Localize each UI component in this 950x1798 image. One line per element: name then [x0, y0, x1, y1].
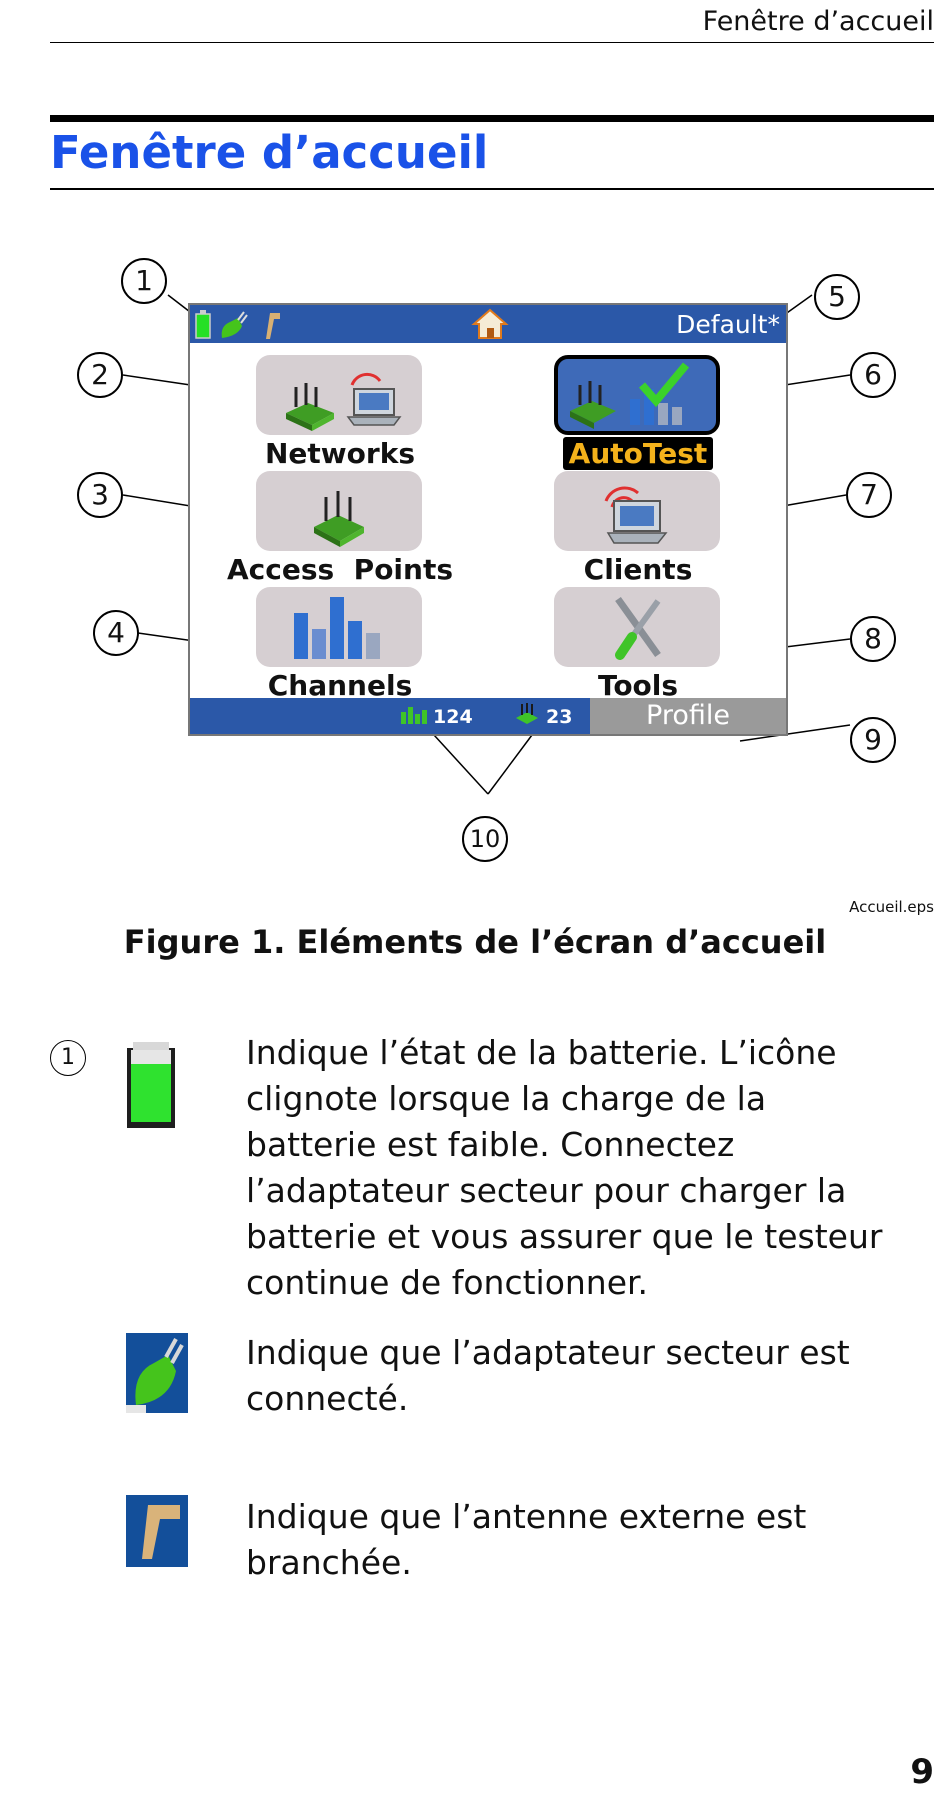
battery-icon: [127, 1042, 175, 1128]
access-points-label: Access Points: [226, 553, 454, 586]
ac-adapter-description: Indique que l’adaptateur secteur est con…: [246, 1333, 850, 1418]
figure-file-name: Accueil.eps: [849, 898, 934, 916]
tools-button[interactable]: [554, 587, 720, 667]
client-laptop-icon: [604, 486, 668, 544]
callout-3: 3: [77, 472, 123, 518]
figure: Default* Networks AutoTest: [0, 255, 950, 961]
status-bar: Default*: [190, 305, 786, 343]
clients-button[interactable]: [554, 471, 720, 551]
callout-5: 5: [814, 274, 860, 320]
channels-label: Channels: [267, 669, 413, 702]
profile-button[interactable]: Profile: [590, 698, 786, 734]
device-screen: Default* Networks AutoTest: [188, 303, 788, 736]
profile-name: Default*: [676, 310, 780, 339]
external-antenna-icon: [266, 313, 280, 339]
access-points-button[interactable]: [256, 471, 422, 551]
networks-icon: [286, 372, 402, 431]
external-antenna-icon: [126, 1495, 188, 1567]
title-rule: [50, 188, 934, 190]
callout-6: 6: [850, 352, 896, 398]
ap-count: 23: [546, 706, 573, 728]
autotest-button[interactable]: [554, 355, 720, 435]
figure-caption: Figure 1. Eléments de l’écran d’accueil: [123, 923, 827, 961]
callout-10: 10: [462, 816, 508, 862]
autotest-label: AutoTest: [508, 437, 768, 470]
item-number: 1: [50, 1040, 86, 1076]
callout-7: 7: [846, 472, 892, 518]
home-icon[interactable]: [470, 308, 510, 340]
ac-adapter-icon: [221, 311, 248, 338]
channels-icon: [294, 597, 380, 659]
battery-description: Indique l’état de la batterie. L’icône c…: [246, 1033, 883, 1302]
section-title: Fenêtre d’accueil: [50, 126, 489, 179]
page-number: 9: [910, 1752, 934, 1792]
clients-label: Clients: [583, 553, 693, 586]
battery-icon: [195, 310, 211, 339]
networks-label: Networks: [264, 437, 415, 470]
bottom-status-bar: 124 23 Profile: [190, 698, 786, 734]
callout-2: 2: [77, 352, 123, 398]
access-point-icon: [314, 491, 364, 547]
networks-button[interactable]: [256, 355, 422, 435]
callout-1: 1: [121, 258, 167, 304]
external-antenna-description: Indique que l’antenne externe est branch…: [246, 1497, 807, 1582]
callout-4: 4: [93, 610, 139, 656]
callout-8: 8: [850, 616, 896, 662]
ap-count-icon: [516, 703, 538, 724]
autotest-icon: [570, 362, 690, 429]
header-rule: [50, 42, 934, 43]
channel-count: 124: [433, 706, 473, 728]
channels-count-icon: [401, 707, 427, 724]
channels-button[interactable]: [256, 587, 422, 667]
tools-icon: [615, 596, 661, 660]
section-rule: [50, 115, 934, 122]
tools-label: Tools: [597, 669, 679, 702]
callout-9: 9: [850, 717, 896, 763]
ac-adapter-icon: [126, 1333, 188, 1413]
running-header: Fenêtre d’accueil: [702, 6, 934, 37]
